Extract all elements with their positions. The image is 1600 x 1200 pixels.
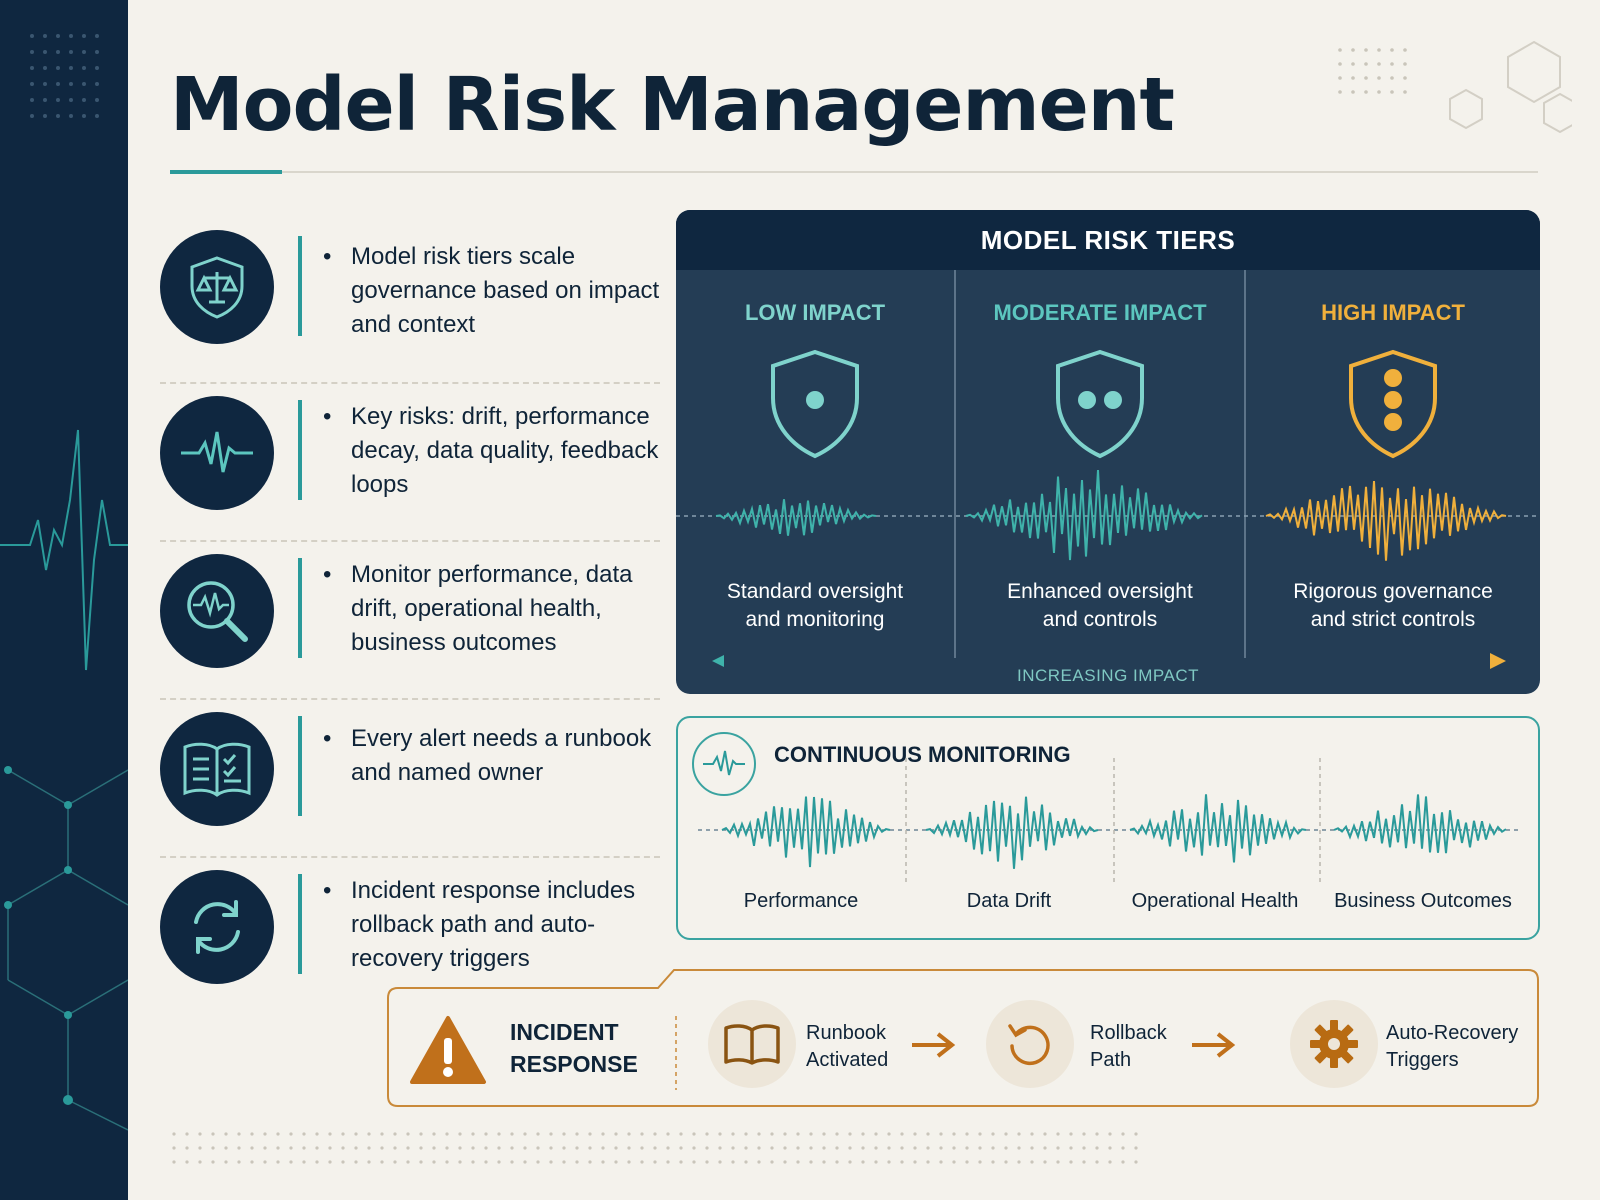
metric-label-business-outcomes: Business Outcomes	[1334, 890, 1512, 912]
low-impact-signal-wave	[715, 499, 877, 536]
moderate-impact-signal-wave	[965, 470, 1203, 561]
rollback-icon	[986, 1000, 1074, 1088]
tier-description: Standard oversight and monitoring	[726, 580, 904, 631]
high-impact-signal-wave	[1265, 481, 1507, 561]
arrow-right-icon	[912, 1032, 956, 1058]
metric-label-performance: Performance	[743, 890, 859, 912]
shield-icon	[1345, 348, 1441, 464]
list-item: Key risks: drift, performance decay, dat…	[160, 384, 660, 542]
step-label: Auto-Recovery Triggers	[1386, 1022, 1519, 1071]
bullet-accent-bar	[298, 236, 302, 336]
arrow-right-icon	[1192, 1032, 1236, 1058]
refresh-cycle-icon	[160, 870, 274, 984]
step-label: Runbook Activated	[806, 1022, 889, 1071]
metric-label-operational-health: Operational Health	[1131, 890, 1299, 912]
bullet-text: Every alert needs a runbook and named ow…	[323, 722, 653, 790]
tier-label: LOW IMPACT	[744, 300, 886, 325]
page-title: Model Risk Management	[170, 62, 1175, 148]
operational-health-signal-wave	[1129, 794, 1307, 863]
monitoring-title: CONTINUOUS MONITORING	[774, 742, 1071, 767]
magnifier-pulse-icon	[160, 554, 274, 668]
shield-scales-icon	[160, 230, 274, 344]
bullet-accent-bar	[298, 716, 302, 816]
bullet-text: Monitor performance, data drift, operati…	[323, 558, 663, 660]
tier-label: HIGH IMPACT	[1321, 300, 1465, 325]
monitoring-signal-chart	[698, 758, 1522, 882]
heartbeat-icon	[160, 396, 274, 510]
shield-icon	[767, 348, 863, 464]
key-points-list: Model risk tiers scale governance based …	[160, 226, 660, 1016]
list-item: Monitor performance, data drift, operati…	[160, 542, 660, 700]
heartbeat-icon	[692, 732, 756, 796]
tier-divider	[1244, 270, 1246, 658]
gear-icon	[1290, 1000, 1378, 1088]
list-item: Every alert needs a runbook and named ow…	[160, 700, 660, 858]
title-accent-bar	[170, 170, 282, 174]
runbook-checklist-icon	[160, 712, 274, 826]
tier-label: MODERATE IMPACT	[993, 300, 1207, 325]
shield-icon	[1052, 348, 1148, 464]
side-decoration-strip	[0, 0, 128, 1200]
bullet-accent-bar	[298, 400, 302, 500]
risk-tiers-panel: MODEL RISK TIERS LOW IMPACT Standard ove…	[676, 210, 1540, 694]
tier-divider	[954, 270, 956, 658]
performance-signal-wave	[721, 796, 891, 868]
tier-moderate-impact: MODERATE IMPACT Enhanced oversight and c…	[956, 270, 1244, 658]
hexagon-decoration	[1449, 40, 1572, 134]
bullet-text: Model risk tiers scale governance based …	[323, 240, 663, 342]
incident-panel-frame	[387, 969, 1539, 1107]
bullet-text: Key risks: drift, performance decay, dat…	[323, 400, 683, 502]
impact-axis-label: INCREASING IMPACT	[1017, 666, 1199, 685]
dot-grid-decoration	[1338, 48, 1407, 94]
impact-axis-right-arrow	[1490, 653, 1506, 669]
metric-label-data-drift: Data Drift	[966, 890, 1052, 912]
open-book-icon	[708, 1000, 796, 1088]
list-item: Incident response includes rollback path…	[160, 858, 660, 1016]
tier-description: Rigorous governance and strict controls	[1293, 580, 1493, 631]
data-drift-signal-wave	[925, 796, 1099, 869]
warning-icon	[408, 1014, 488, 1090]
risk-tiers-title: MODEL RISK TIERS	[676, 210, 1540, 270]
bullet-accent-bar	[298, 874, 302, 974]
step-label: Rollback Path	[1090, 1022, 1167, 1071]
list-item: Model risk tiers scale governance based …	[160, 226, 660, 384]
bullet-accent-bar	[298, 558, 302, 658]
dot-row-decoration	[172, 1132, 1138, 1164]
incident-response-title: INCIDENT RESPONSE	[510, 1019, 638, 1077]
continuous-monitoring-panel: CONTINUOUS MONITORING Performance Data D…	[676, 716, 1540, 940]
business-outcomes-signal-wave	[1333, 794, 1507, 854]
bullet-text: Incident response includes rollback path…	[323, 874, 663, 976]
tier-low-impact: LOW IMPACT Standard oversight and monito…	[676, 270, 954, 658]
impact-axis-left-arrow	[712, 655, 724, 667]
title-divider	[170, 171, 1538, 173]
incident-response-panel: INCIDENT RESPONSE Runbook Activated Roll…	[386, 968, 1540, 1108]
tier-signal-baseline	[676, 470, 1540, 669]
tier-high-impact: HIGH IMPACT Rigorous governance and stri…	[1246, 270, 1540, 658]
tier-description: Enhanced oversight and controls	[1007, 580, 1193, 631]
